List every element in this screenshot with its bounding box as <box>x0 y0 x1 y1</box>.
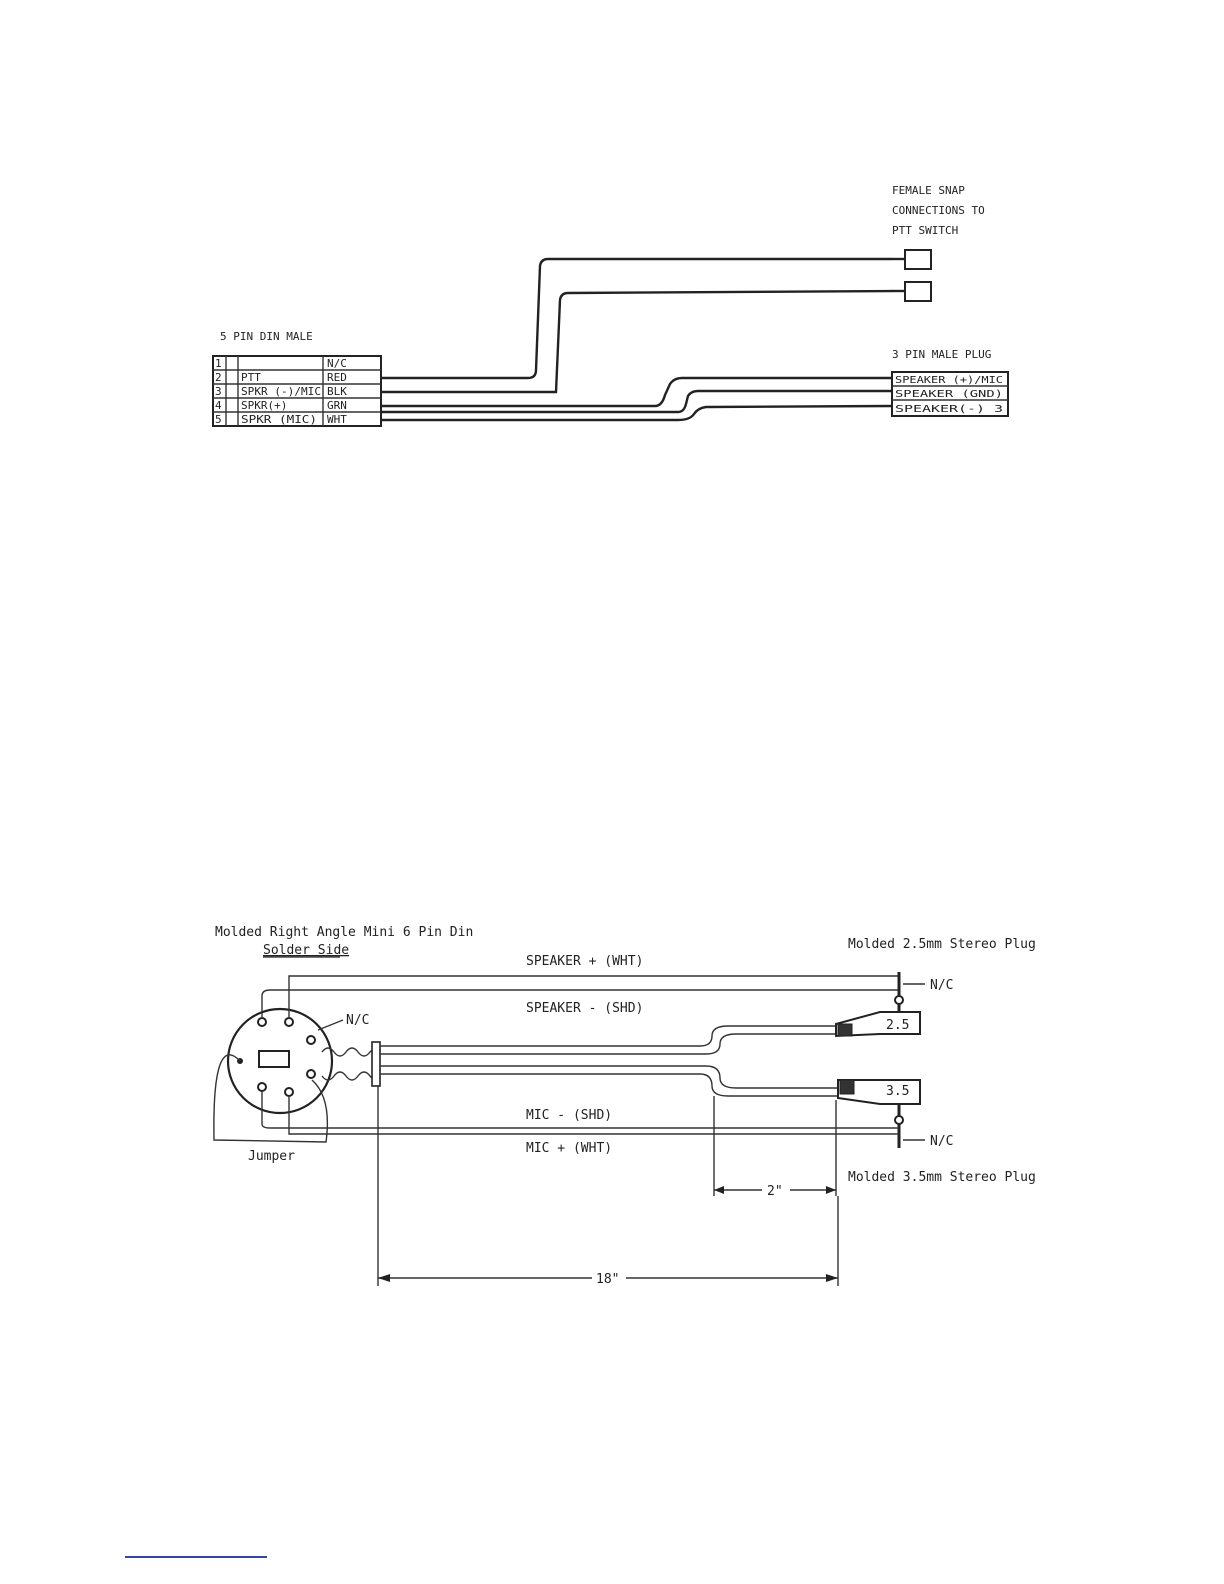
dim-2-arrow-right <box>826 1186 836 1194</box>
din-nc-label: N/C <box>346 1013 369 1028</box>
cable-upper-edge-2 <box>380 1033 836 1055</box>
plug-35-tip-ring <box>894 1115 904 1125</box>
plug-table-frame <box>891 371 1009 417</box>
footnote-rule <box>125 1556 267 1558</box>
din-pin-bottom-right <box>284 1087 294 1097</box>
din-signal-4: SPKR(+) <box>241 399 287 412</box>
dimension-2-inch: 2" <box>713 1096 837 1199</box>
din-pin-right-upper <box>306 1035 316 1045</box>
din-table-frame <box>212 355 382 427</box>
din-pin-top-left <box>257 1017 267 1027</box>
female-snap-connector-1 <box>893 249 932 270</box>
din-color-5: WHT <box>327 413 347 426</box>
plug-row-2: SPEAKER (GND) <box>895 389 1003 400</box>
din-pin-5: 5 <box>215 413 222 426</box>
dim-2-label: 2" <box>767 1184 783 1199</box>
cable-upper-edge-1 <box>380 1025 836 1047</box>
solder-side-label: Solder Side <box>263 943 349 958</box>
din-pin-right-lower <box>306 1069 316 1079</box>
nc-bottom-label: N/C <box>930 1134 953 1149</box>
mini-din-connector <box>226 1007 334 1115</box>
plug-35-grip <box>839 1079 855 1095</box>
mic-plus-wire <box>288 1096 899 1135</box>
bottom-wiring-diagram: Molded Right Angle Mini 6 Pin Din Solder… <box>213 925 1036 1287</box>
din-pin-bottom-left <box>257 1082 267 1092</box>
speaker-plus-wire <box>381 376 892 408</box>
dimension-18-inch: 18" <box>377 1086 839 1287</box>
snap-label-line-1: FEMALE SNAP <box>892 184 965 197</box>
plug-row-3: SPEAKER(-) 3 <box>895 404 1003 415</box>
plug-row-1: SPEAKER (+)/MIC <box>895 375 1003 386</box>
din-signal-3: SPKR (-)/MIC <box>241 385 321 398</box>
dim-18-label: 18" <box>596 1272 619 1287</box>
snap-label-line-2: CONNECTIONS TO <box>892 204 985 217</box>
plug-25-body <box>835 1011 921 1038</box>
plug-35-title: Molded 3.5mm Stereo Plug <box>848 1170 1036 1185</box>
dim-18-arrow-left <box>378 1274 390 1282</box>
din-color-3: BLK <box>327 385 347 398</box>
din-pin-3: 3 <box>215 385 222 398</box>
top-wiring-diagram: 5 PIN DIN MALE 1 N/C 2 PTT RED 3 SPKR (-… <box>212 184 1009 427</box>
female-snap-connector-2 <box>893 281 932 302</box>
din-pin-top-right <box>284 1017 294 1027</box>
strain-relief-end <box>371 1041 381 1087</box>
plug-3-pin-title: 3 PIN MALE PLUG <box>892 348 991 361</box>
mic-plus-label: MIC + (WHT) <box>526 1141 612 1156</box>
speaker-minus-wire-bottom <box>261 989 899 1018</box>
cable-lower-edge-2 <box>380 1073 838 1097</box>
din-nc-leader <box>317 1019 344 1031</box>
din-5-pin-table: 1 N/C 2 PTT RED 3 SPKR (-)/MIC BLK 4 SPK… <box>212 355 382 427</box>
plug-35-body <box>837 1079 921 1105</box>
din-6-pin-title: Molded Right Angle Mini 6 Pin Din <box>215 925 473 940</box>
din-pin-1: 1 <box>215 357 222 370</box>
din-key <box>258 1050 290 1068</box>
jumper-label: Jumper <box>248 1149 295 1164</box>
din-signal-2: PTT <box>241 371 261 384</box>
nc-top-label: N/C <box>930 978 953 993</box>
cable-lower-edge-1 <box>380 1065 838 1089</box>
din-color-1: N/C <box>327 357 347 370</box>
speaker-plus-wire-bottom <box>288 975 899 1018</box>
speaker-plus-label: SPEAKER + (WHT) <box>526 954 643 969</box>
plug-35mm: 3.5 <box>837 1079 921 1148</box>
plug-25-tip-ring <box>894 995 904 1005</box>
speaker-minus-wire <box>381 404 893 422</box>
jumper-wire <box>213 1054 329 1143</box>
plug-35-size-label: 3.5 <box>886 1084 909 1099</box>
dim-18-arrow-right <box>826 1274 838 1282</box>
din-color-4: GRN <box>327 399 347 412</box>
plug-3-pin-table: SPEAKER (+)/MIC SPEAKER (GND) SPEAKER(-)… <box>891 371 1009 417</box>
din-5-pin-title: 5 PIN DIN MALE <box>220 330 313 343</box>
plug-25-title: Molded 2.5mm Stereo Plug <box>848 937 1036 952</box>
mic-minus-label: MIC - (SHD) <box>526 1108 612 1123</box>
din-pin-2: 2 <box>215 371 222 384</box>
snap-label-line-3: PTT SWITCH <box>892 224 958 237</box>
plug-25mm: 2.5 <box>835 972 921 1038</box>
din-pin-4: 4 <box>215 399 222 412</box>
ptt-wire-black <box>381 289 894 394</box>
mic-minus-wire <box>261 1091 899 1129</box>
ptt-wire-red <box>381 257 893 380</box>
speaker-ground-wire <box>381 389 892 414</box>
din-signal-5: SPKR (MIC) <box>241 413 317 426</box>
dim-2-arrow-left <box>714 1186 724 1194</box>
speaker-minus-label: SPEAKER - (SHD) <box>526 1001 643 1016</box>
plug-25-grip <box>837 1023 853 1037</box>
din-color-2: RED <box>327 371 347 384</box>
plug-25-size-label: 2.5 <box>886 1018 909 1033</box>
